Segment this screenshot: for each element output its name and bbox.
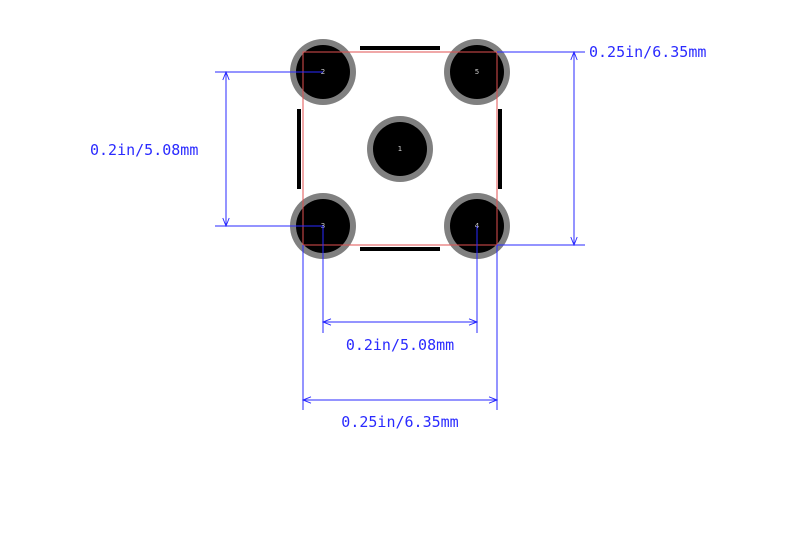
silkscreen-left-bar [297,109,301,189]
dimension-vertical-pitch [215,72,323,226]
silkscreen-right-bar [498,109,502,189]
dimension-horizontal-pitch [323,226,477,333]
silkscreen [297,46,502,251]
dimension-vertical-body-label: 0.25in/6.35mm [589,43,706,61]
silkscreen-top-bar [360,46,440,50]
pad-1-label: 1 [398,145,402,153]
dimension-horizontal-pitch-label: 0.2in/5.08mm [346,336,454,354]
pad-5-label: 5 [475,68,479,76]
body-outline [302,51,498,246]
silkscreen-bottom-bar [360,247,440,251]
dimension-vertical-pitch-label: 0.2in/5.08mm [90,141,198,159]
pad-1: 1 [367,116,433,182]
dimension-vertical-body [497,52,585,245]
dimension-horizontal-body-label: 0.25in/6.35mm [341,413,458,431]
pad-5: 5 [444,39,510,105]
dimension-horizontal-body [303,245,497,410]
